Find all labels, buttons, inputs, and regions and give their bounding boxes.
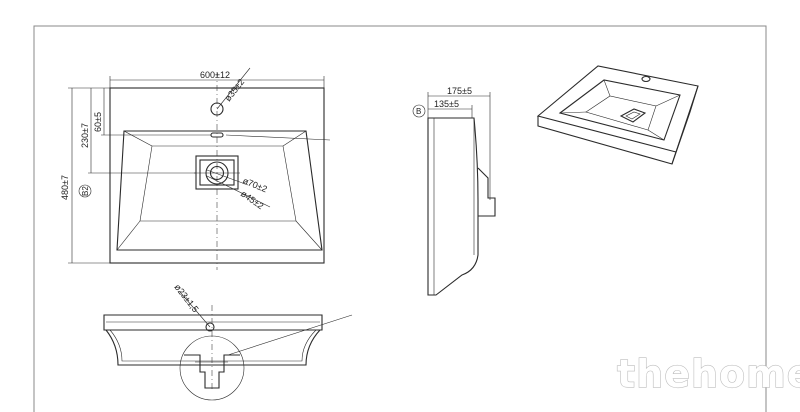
iso-bowl-inner [558, 79, 681, 141]
tap-hole [210, 102, 224, 116]
drain-square-outer [195, 155, 239, 190]
drain-detail-profile [184, 354, 240, 389]
front-basin-top [103, 314, 323, 331]
iso-top-rim [536, 65, 699, 153]
side-profile [427, 117, 479, 296]
basin-inner-bowl [116, 130, 323, 251]
detail-leader-line [227, 314, 353, 356]
drawing-frame [33, 25, 767, 412]
section-marker-b2 [78, 184, 92, 198]
drain-square-inner [199, 159, 235, 186]
side-drain-stub [477, 167, 496, 217]
iso-front-face [537, 116, 677, 165]
front-bowl-inner [109, 329, 317, 362]
side-total-depth-label: 175±5 [447, 86, 472, 96]
section-marker-b2-label: B2 [81, 186, 90, 196]
side-view: 175±5 135±5 B [412, 86, 496, 296]
front-section-view: ø23±1,5 [103, 282, 353, 401]
iso-right-face [671, 85, 699, 165]
plan-view: 600±12 ø35±2 ø70±2 ø45±2 480±7 230±7 60±… [60, 67, 331, 270]
side-bowl-depth-label: 135±5 [434, 99, 459, 109]
iso-drain [619, 108, 647, 123]
overflow-hole [205, 322, 215, 332]
width-label: 600±12 [200, 70, 230, 80]
watermark-logo: thehome [617, 352, 800, 396]
drain-detail-circle [179, 335, 245, 401]
tap-hole-diameter-label: ø35±2 [223, 77, 247, 103]
depth-label: 480±7 [60, 175, 70, 200]
section-marker-b [412, 104, 426, 118]
isometric-view [536, 65, 699, 165]
section-marker-b-label: B [416, 107, 421, 116]
iso-tap-hole [641, 75, 651, 83]
overflow-diameter-label: ø23±1,5 [172, 282, 200, 314]
drain-offset-label: 60±5 [93, 112, 103, 132]
tap-offset-label: 230±7 [80, 123, 90, 148]
front-basin-body [105, 329, 321, 366]
